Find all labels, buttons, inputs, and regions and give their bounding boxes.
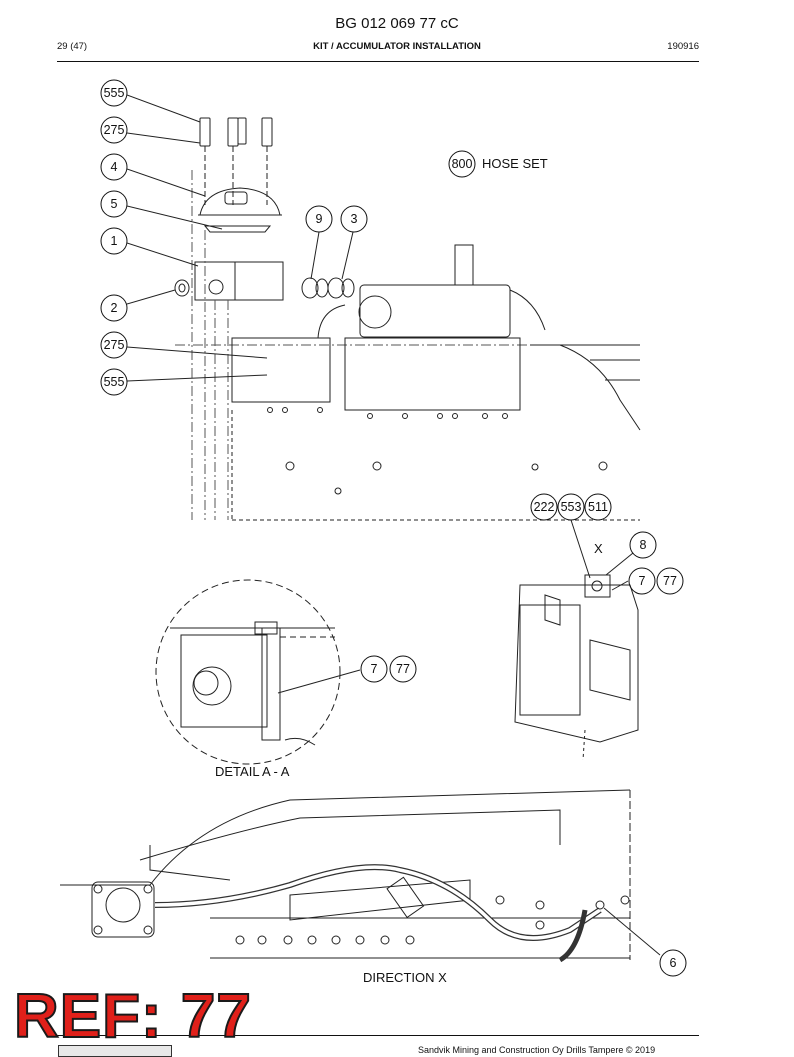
callout-3: 3 xyxy=(351,212,358,226)
footer-copyright: Sandvik Mining and Construction Oy Drill… xyxy=(418,1045,656,1055)
callout-9: 9 xyxy=(316,212,323,226)
callout-511: 511 xyxy=(588,500,608,514)
gasket xyxy=(203,225,272,233)
valve-block-view xyxy=(514,574,639,761)
date-code: 190916 xyxy=(667,41,699,52)
direction-x-label: DIRECTION X xyxy=(363,970,447,985)
view-x-label: X xyxy=(594,541,603,556)
hose-set-label: HOSE SET xyxy=(482,156,548,171)
callout-77-right: 77 xyxy=(663,574,677,588)
direction-x-view xyxy=(60,789,631,963)
footer-rule xyxy=(57,1035,699,1036)
leader-lines xyxy=(126,94,661,956)
page-number: 29 (47) xyxy=(57,41,88,52)
callout-275-top: 275 xyxy=(104,123,125,137)
ref-stamp: REF: 77 xyxy=(13,982,252,1051)
callout-555-top: 555 xyxy=(104,86,125,100)
section-title: KIT / ACCUMULATOR INSTALLATION xyxy=(313,41,481,52)
company-logo xyxy=(58,1045,172,1057)
callout-5: 5 xyxy=(111,197,118,211)
block-part xyxy=(194,261,284,301)
callout-77-detail: 77 xyxy=(396,662,410,676)
callout-555-mid: 555 xyxy=(104,375,125,389)
callout-2: 2 xyxy=(111,301,118,315)
callout-800: 800 xyxy=(452,157,473,171)
document-number: BG 012 069 77 cC xyxy=(335,15,459,32)
detail-circle xyxy=(155,579,341,765)
callout-6: 6 xyxy=(670,956,677,970)
main-frame xyxy=(231,244,641,521)
callout-circles xyxy=(100,79,687,977)
callout-553: 553 xyxy=(561,500,582,514)
callout-275-mid: 275 xyxy=(104,338,125,352)
callout-1: 1 xyxy=(111,234,118,248)
plug-part xyxy=(174,279,190,297)
callout-8: 8 xyxy=(640,538,647,552)
callout-4: 4 xyxy=(111,160,118,174)
callout-222: 222 xyxy=(534,500,555,514)
header-rule xyxy=(57,61,699,62)
detail-aa-label: DETAIL A - A xyxy=(215,764,290,779)
fittings xyxy=(301,277,355,299)
cover-plate xyxy=(198,187,282,216)
callout-7-detail: 7 xyxy=(371,662,378,676)
callout-7-right: 7 xyxy=(639,574,646,588)
